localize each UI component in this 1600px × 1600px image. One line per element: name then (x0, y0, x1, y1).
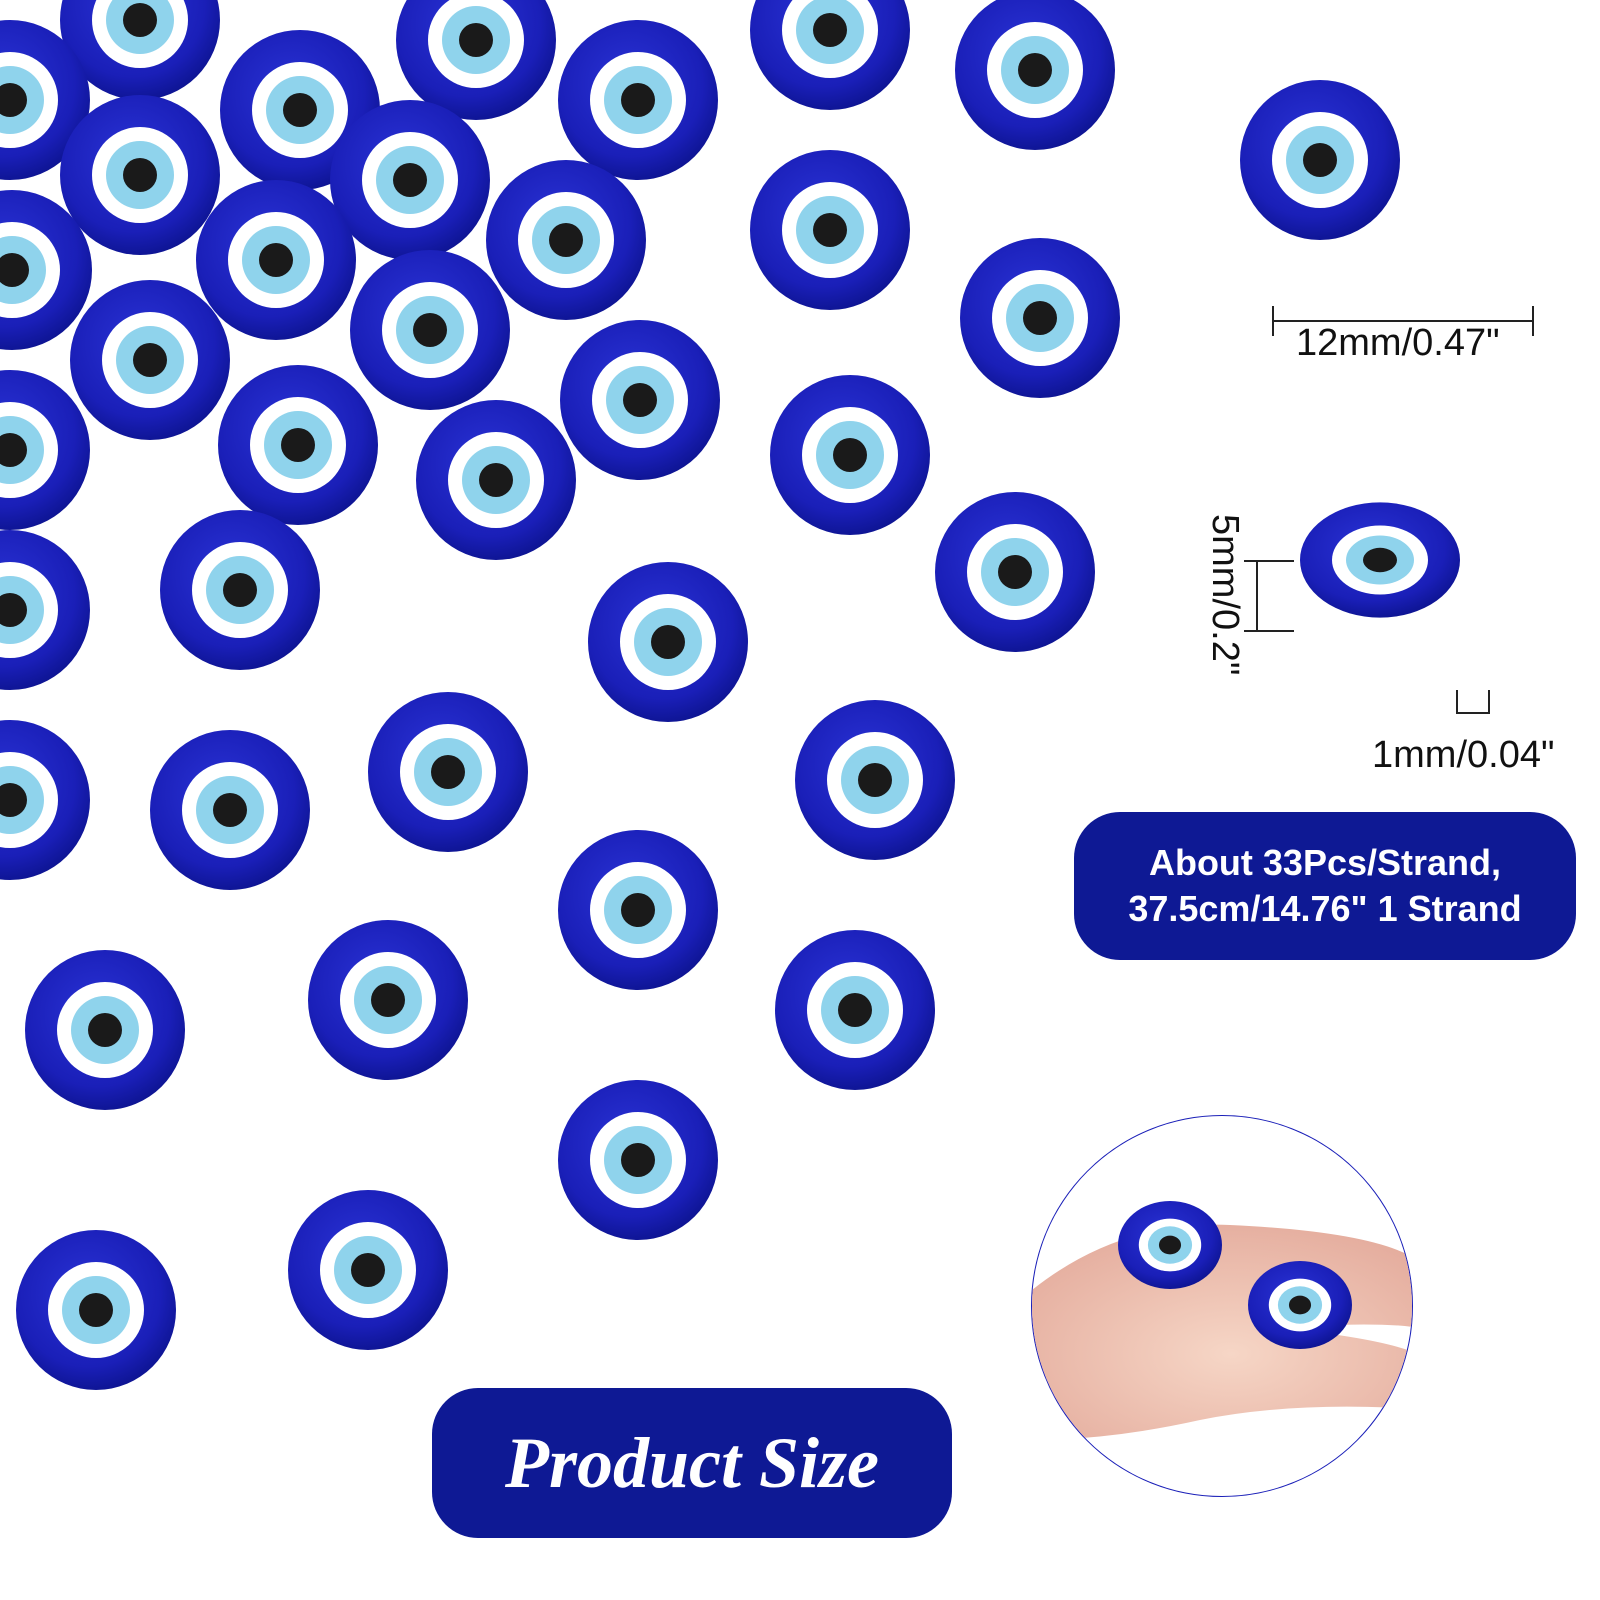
diameter-line (1272, 320, 1534, 322)
thickness-tick-top (1244, 560, 1294, 562)
hole-line (1456, 712, 1490, 714)
evil-eye-bead (70, 280, 230, 440)
evil-eye-bead (770, 375, 930, 535)
evil-eye-bead (25, 950, 185, 1110)
evil-eye-bead (955, 0, 1115, 150)
thickness-label: 5mm/0.2" (1204, 514, 1246, 676)
evil-eye-bead (368, 692, 528, 852)
evil-eye-bead (196, 180, 356, 340)
evil-eye-bead (350, 250, 510, 410)
evil-eye-bead (1240, 80, 1400, 240)
evil-eye-bead (0, 370, 90, 530)
evil-eye-bead (0, 720, 90, 880)
strand-info-badge: About 33Pcs/Strand, 37.5cm/14.76" 1 Stra… (1074, 812, 1576, 960)
evil-eye-bead (416, 400, 576, 560)
evil-eye-bead (218, 365, 378, 525)
hole-label: 1mm/0.04" (1372, 734, 1555, 776)
evil-eye-bead (960, 238, 1120, 398)
evil-eye-bead (558, 830, 718, 990)
evil-eye-bead (795, 700, 955, 860)
hand-photo-inset (1031, 1115, 1413, 1497)
evil-eye-bead (486, 160, 646, 320)
evil-eye-bead (558, 1080, 718, 1240)
evil-eye-bead (558, 20, 718, 180)
evil-eye-bead (0, 530, 90, 690)
diameter-tick-left (1272, 306, 1274, 336)
evil-eye-bead (750, 0, 910, 110)
product-size-banner: Product Size (432, 1388, 952, 1538)
hole-tick-left (1456, 690, 1458, 714)
evil-eye-bead (560, 320, 720, 480)
evil-eye-bead (750, 150, 910, 310)
evil-eye-bead (16, 1230, 176, 1390)
strand-info-line1: About 33Pcs/Strand, (1148, 842, 1502, 883)
diameter-tick-right (1532, 306, 1534, 336)
strand-info-line2: 37.5cm/14.76" 1 Strand (1128, 888, 1522, 929)
evil-eye-bead (935, 492, 1095, 652)
evil-eye-bead (775, 930, 935, 1090)
thickness-line (1256, 560, 1258, 630)
evil-eye-bead (288, 1190, 448, 1350)
evil-eye-bead (160, 510, 320, 670)
evil-eye-bead (330, 100, 490, 260)
hole-tick-right (1488, 690, 1490, 714)
evil-eye-bead (150, 730, 310, 890)
evil-eye-bead (60, 95, 220, 255)
evil-eye-bead (308, 920, 468, 1080)
evil-eye-bead (1300, 502, 1460, 618)
diameter-label: 12mm/0.47" (1296, 322, 1500, 364)
evil-eye-bead (588, 562, 748, 722)
thickness-tick-bottom (1244, 630, 1294, 632)
